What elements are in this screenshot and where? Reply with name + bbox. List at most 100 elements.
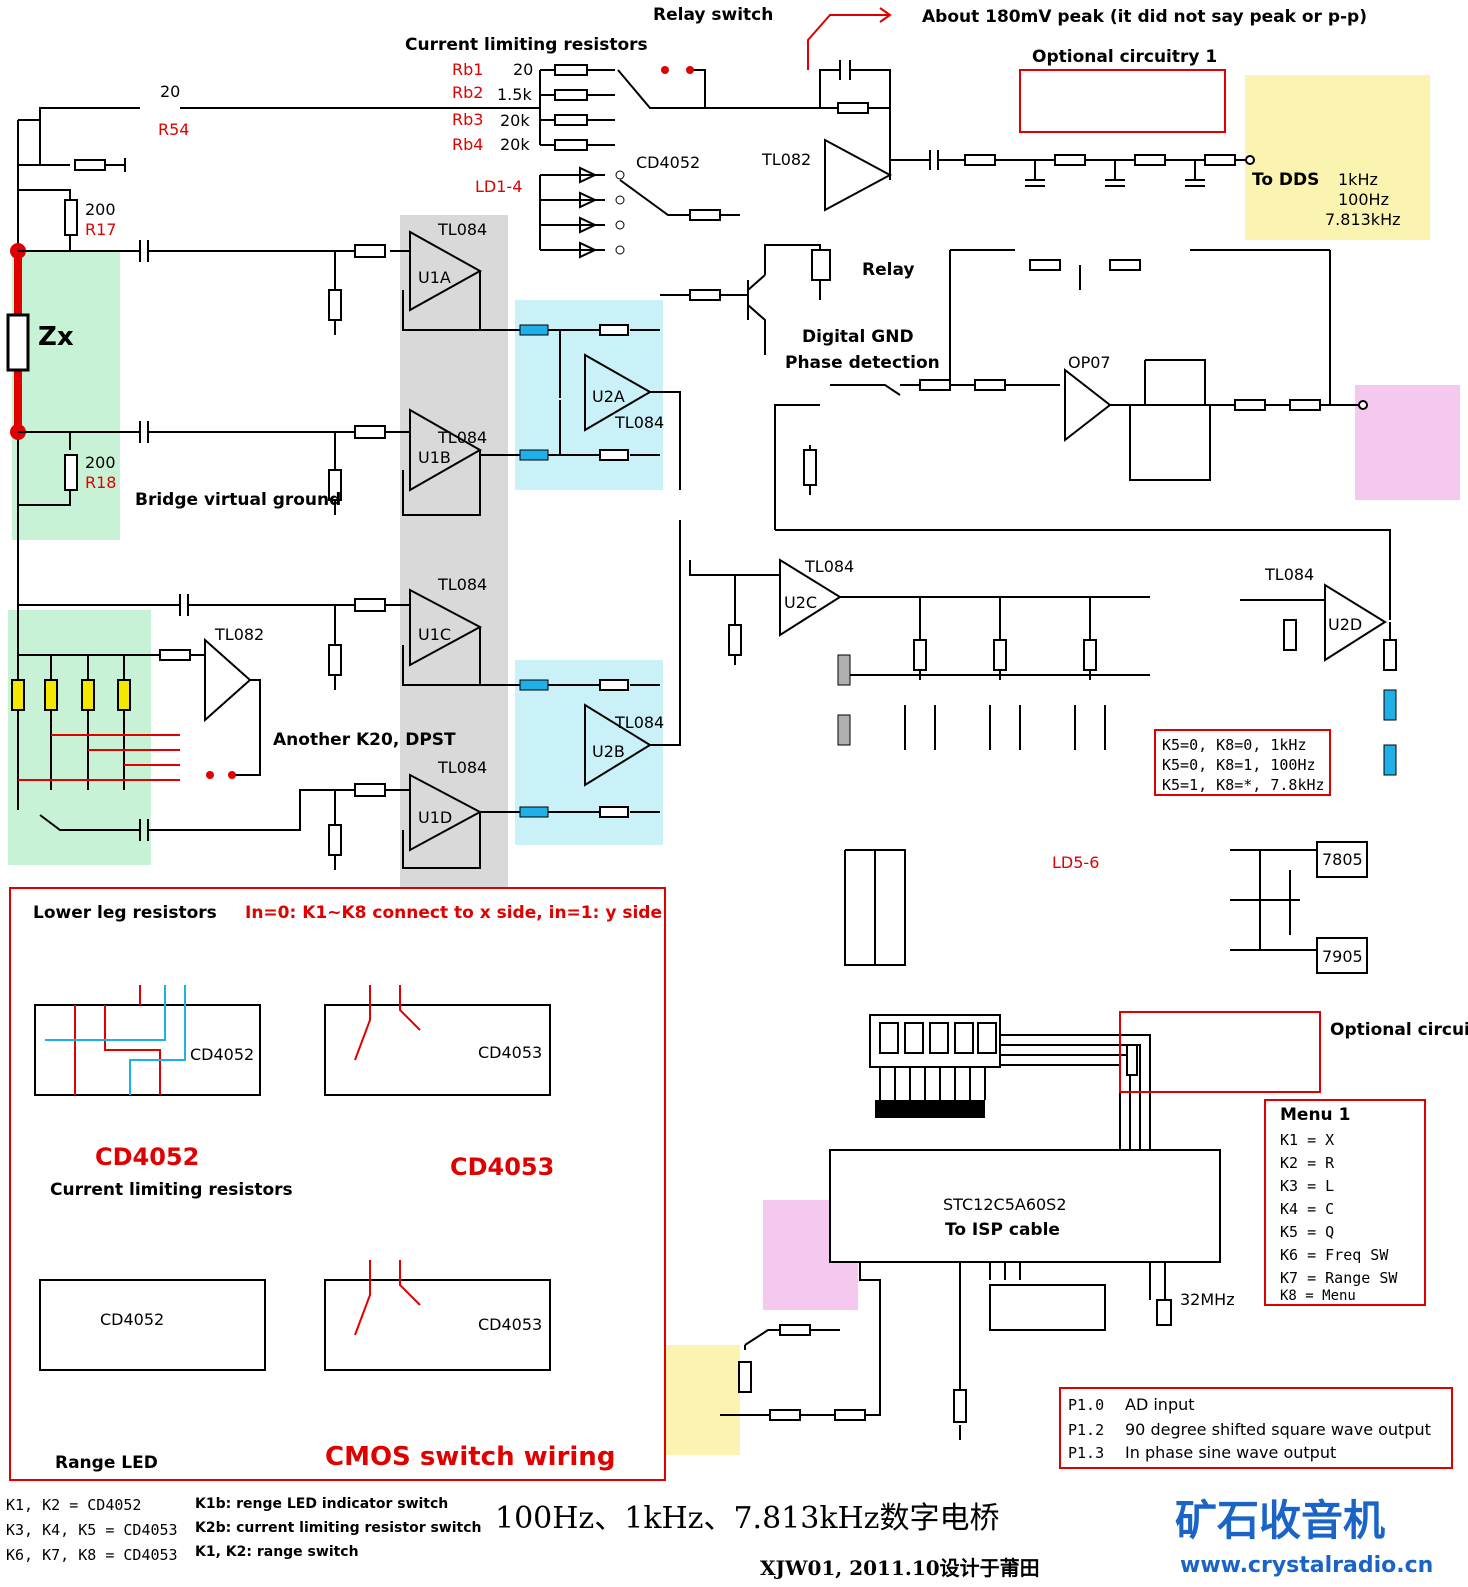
wiring-cd4053-chip2: CD4053 <box>478 1315 542 1334</box>
optional2-label: Optional circuitry 2 <box>1330 1020 1468 1040</box>
opamp-u1b <box>402 408 483 516</box>
freq-table-box <box>1154 729 1331 796</box>
r17-value: 200 <box>85 200 116 219</box>
menu-item-5: K5 = Q <box>1280 1223 1334 1241</box>
bridge-label: Bridge virtual ground <box>135 490 341 510</box>
ld5-6-label: LD5-6 <box>1052 853 1099 872</box>
dds-freq-3: 7.813kHz <box>1325 210 1401 229</box>
menu-item-2: K2 = R <box>1280 1154 1335 1172</box>
cmos-wiring-box <box>9 887 666 1481</box>
mcu-name: STC12C5A60S2 <box>943 1195 1067 1214</box>
opamp-u1a <box>402 230 483 331</box>
zx-component <box>6 313 30 372</box>
tl084-8: TL084 <box>1264 565 1314 584</box>
mcu-isp: To ISP cable <box>945 1220 1060 1240</box>
wiring-cd4053: CD4053 <box>450 1153 554 1181</box>
u2b-label: U2B <box>592 742 625 761</box>
rb1-name: Rb1 <box>452 60 483 79</box>
tl084-6: TL084 <box>614 713 664 732</box>
dds-freq-2: 100Hz <box>1338 190 1389 209</box>
rb3-name: Rb3 <box>452 110 483 129</box>
u1d-label: U1D <box>418 808 452 827</box>
io-pin-3: P1.3 <box>1068 1444 1104 1462</box>
tl084-1: TL084 <box>437 220 487 239</box>
current-limiting-label: Current limiting resistors <box>405 35 648 55</box>
wiring-cmos: CMOS switch wiring <box>325 1442 615 1472</box>
tl082-2: TL082 <box>761 150 811 169</box>
r54-value: 20 <box>160 82 180 101</box>
resistor-array <box>875 1100 985 1118</box>
menu-item-1: K1 = X <box>1280 1131 1334 1149</box>
r18-name: R18 <box>85 473 116 492</box>
tl084-4: TL084 <box>437 758 487 777</box>
footer-note-1: K1, K2 = CD4052 <box>6 1496 141 1514</box>
opamp-u2a <box>584 353 653 432</box>
io-desc-2: 90 degree shifted square wave output <box>1125 1420 1431 1439</box>
rb2-name: Rb2 <box>452 83 483 102</box>
cd4052-top-label: CD4052 <box>636 153 700 172</box>
to-dds-label: To DDS <box>1252 170 1319 190</box>
opamp-tl082-top <box>824 138 893 212</box>
footer-note-3: K6, K7, K8 = CD4053 <box>6 1546 178 1564</box>
rb4-name: Rb4 <box>452 135 483 154</box>
tl084-5: TL084 <box>614 413 664 432</box>
dds-in-region <box>665 1345 740 1455</box>
u1b-label: U1B <box>418 448 451 467</box>
wiring-cd4052-chip2: CD4052 <box>100 1310 164 1329</box>
r18-value: 200 <box>85 453 116 472</box>
freq-row-2: K5=0, K8=1, 100Hz <box>1162 756 1316 774</box>
r17-name: R17 <box>85 220 116 239</box>
r54-name: R54 <box>158 120 189 139</box>
mcu-chip <box>829 1149 1221 1263</box>
footer-note-2: K3, K4, K5 = CD4053 <box>6 1521 178 1539</box>
u2d-label: U2D <box>1328 615 1362 634</box>
ld1-4-label: LD1-4 <box>475 177 522 196</box>
footer-note2-3: K1, K2: range switch <box>195 1544 359 1560</box>
menu-item-3: K3 = L <box>1280 1177 1334 1195</box>
r18 <box>64 454 78 491</box>
about-label: About 180mV peak (it did not say peak or… <box>922 7 1367 27</box>
tl084-3: TL084 <box>437 575 487 594</box>
another-k20-label: Another K20, DPST <box>273 730 456 750</box>
wiring-title-right: In=0: K1~K8 connect to x side, in=1: y s… <box>245 903 662 923</box>
rb3-value: 20k <box>500 111 530 130</box>
io-desc-3: In phase sine wave output <box>1125 1443 1336 1462</box>
mcu-xtal: 32MHz <box>1180 1290 1235 1309</box>
footer-note2-1: K1b: renge LED indicator switch <box>195 1496 448 1512</box>
r17 <box>64 199 78 236</box>
reg-7905: 7905 <box>1322 947 1363 966</box>
io-pin-1: P1.0 <box>1068 1396 1104 1414</box>
rb4-value: 20k <box>500 135 530 154</box>
footer-note2-2: K2b: current limiting resistor switch <box>195 1520 482 1536</box>
wiring-cd4053-chip1: CD4053 <box>478 1043 542 1062</box>
cd4053-chip-1 <box>324 1004 551 1096</box>
menu-item-6: K6 = Freq SW <box>1280 1246 1389 1264</box>
ra-region <box>8 610 151 865</box>
u1c-label: U1C <box>418 625 451 644</box>
optional1-box <box>1019 69 1226 133</box>
menu-box <box>1264 1099 1426 1306</box>
optional2-box <box>1119 1011 1321 1093</box>
page-subtitle: XJW01, 2011.10设计于莆田 <box>760 1556 1040 1580</box>
menu-title: Menu 1 <box>1280 1105 1350 1125</box>
p10-region <box>1355 385 1460 500</box>
zx-region <box>12 250 120 540</box>
freq-row-3: K5=1, K8=*, 7.8kHz <box>1162 776 1325 794</box>
opamp-u2d <box>1324 583 1387 662</box>
tl084-2: TL084 <box>437 428 487 447</box>
io-table-box <box>1059 1387 1453 1469</box>
io-desc-1: AD input <box>1125 1395 1195 1414</box>
wiring-title-left: Lower leg resistors <box>33 903 217 923</box>
relay-label: Relay <box>862 260 914 280</box>
digital-gnd-label: Digital GND <box>802 327 914 347</box>
tl084-region <box>400 215 508 887</box>
relay-switch-label: Relay switch <box>653 5 773 25</box>
opamp-u2c <box>779 558 842 637</box>
opamp-u2b <box>584 703 652 787</box>
tl084-7: TL084 <box>804 557 854 576</box>
u2a-label: U2A <box>592 387 625 406</box>
cd4053-chip-2 <box>324 1279 551 1371</box>
menu-item-4: K4 = C <box>1280 1200 1334 1218</box>
rb2-value: 1.5k <box>497 85 532 104</box>
